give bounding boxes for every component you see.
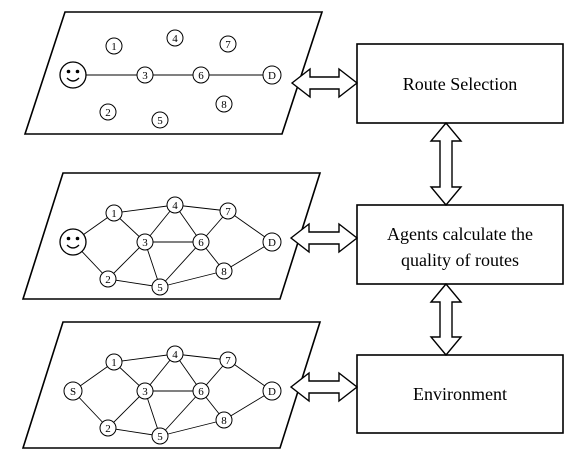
agents-label-line1: Agents calculate the bbox=[387, 224, 533, 244]
node-destination: D bbox=[262, 232, 282, 252]
smiley-icon bbox=[59, 61, 87, 89]
edge-1-4 bbox=[113, 204, 176, 214]
node-destination: D bbox=[262, 65, 282, 85]
node-2: 2 bbox=[99, 270, 117, 288]
node-3-label: 3 bbox=[142, 386, 148, 398]
node-4-label: 4 bbox=[172, 33, 178, 45]
node-6: 6 bbox=[192, 233, 210, 251]
agents-label-line2: quality of routes bbox=[401, 250, 519, 270]
edge-4-7 bbox=[174, 353, 229, 361]
edge-5-8 bbox=[159, 270, 225, 288]
double-arrow-vertical-lower bbox=[429, 282, 463, 357]
double-arrow-horizontal-top bbox=[290, 67, 359, 99]
node-4: 4 bbox=[166, 29, 184, 47]
smiley-icon bbox=[59, 228, 87, 256]
node-4: 4 bbox=[166, 196, 184, 214]
node-2: 2 bbox=[99, 419, 117, 437]
node-3: 3 bbox=[136, 382, 154, 400]
node-3: 3 bbox=[136, 233, 154, 251]
double-arrow-vertical-upper bbox=[429, 121, 463, 207]
node-4-label: 4 bbox=[172, 349, 178, 361]
node-6: 6 bbox=[192, 66, 210, 84]
node-7-label: 7 bbox=[225, 355, 231, 367]
node-6-label: 6 bbox=[198, 386, 204, 398]
node-7-label: 7 bbox=[225, 206, 231, 218]
node-3-label: 3 bbox=[142, 237, 148, 249]
node-1-label: 1 bbox=[111, 357, 117, 369]
node-2: 2 bbox=[99, 103, 117, 121]
node-source: S bbox=[63, 381, 83, 401]
node-6-label: 6 bbox=[198, 70, 204, 82]
node-8-label: 8 bbox=[221, 266, 227, 278]
panel-route-selection: 1 2 3 4 5 6 7 8 D bbox=[23, 11, 324, 135]
node-8: 8 bbox=[215, 411, 233, 429]
node-5-label: 5 bbox=[157, 115, 163, 127]
edge-1-4 bbox=[113, 353, 176, 363]
node-8-label: 8 bbox=[221, 99, 227, 111]
node-7: 7 bbox=[219, 35, 237, 53]
node-8: 8 bbox=[215, 262, 233, 280]
node-1-label: 1 bbox=[111, 208, 117, 220]
edge-2-3 bbox=[107, 241, 146, 280]
edge-5-6 bbox=[159, 390, 202, 437]
panel-agents: 1 2 3 4 5 6 7 8 D bbox=[21, 172, 322, 300]
node-8-label: 8 bbox=[221, 415, 227, 427]
node-destination: D bbox=[262, 381, 282, 401]
node-2-label: 2 bbox=[105, 274, 111, 286]
panel-environment: S 1 2 3 4 5 6 7 8 D bbox=[21, 321, 322, 449]
node-7-label: 7 bbox=[225, 39, 231, 51]
node-4-label: 4 bbox=[172, 200, 178, 212]
node-5: 5 bbox=[151, 111, 169, 129]
edge-2-3 bbox=[107, 390, 146, 429]
double-arrow-horizontal-bottom bbox=[289, 371, 359, 403]
node-destination-label: D bbox=[268, 386, 276, 398]
node-6: 6 bbox=[192, 382, 210, 400]
node-5-label: 5 bbox=[157, 282, 163, 294]
environment-label: Environment bbox=[413, 384, 507, 404]
node-8: 8 bbox=[215, 95, 233, 113]
node-3-label: 3 bbox=[142, 70, 148, 82]
node-1-label: 1 bbox=[111, 41, 117, 53]
node-2-label: 2 bbox=[105, 423, 111, 435]
edge-2-5 bbox=[107, 278, 161, 288]
route-selection-box: Route Selection bbox=[356, 43, 564, 124]
node-5: 5 bbox=[151, 427, 169, 445]
node-1: 1 bbox=[105, 204, 123, 222]
double-arrow-horizontal-middle bbox=[289, 222, 359, 254]
node-1: 1 bbox=[105, 37, 123, 55]
node-5: 5 bbox=[151, 278, 169, 296]
node-5-label: 5 bbox=[157, 431, 163, 443]
agents-box: Agents calculate the quality of routes bbox=[356, 204, 564, 285]
edge-2-5 bbox=[107, 427, 161, 437]
edge-5-6 bbox=[159, 241, 202, 288]
edge-5-8 bbox=[159, 419, 225, 437]
node-4: 4 bbox=[166, 345, 184, 363]
node-1: 1 bbox=[105, 353, 123, 371]
node-source-label: S bbox=[70, 386, 76, 398]
node-2-label: 2 bbox=[105, 107, 111, 119]
node-destination-label: D bbox=[268, 70, 276, 82]
edge-4-7 bbox=[174, 204, 229, 212]
node-6-label: 6 bbox=[198, 237, 204, 249]
node-3: 3 bbox=[136, 66, 154, 84]
node-7: 7 bbox=[219, 351, 237, 369]
node-destination-label: D bbox=[268, 237, 276, 249]
environment-box: Environment bbox=[356, 354, 564, 434]
route-selection-label: Route Selection bbox=[403, 74, 517, 94]
node-7: 7 bbox=[219, 202, 237, 220]
